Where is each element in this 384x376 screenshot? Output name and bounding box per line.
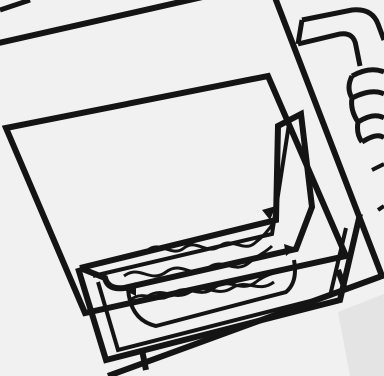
tub-foot-left [142,350,146,370]
